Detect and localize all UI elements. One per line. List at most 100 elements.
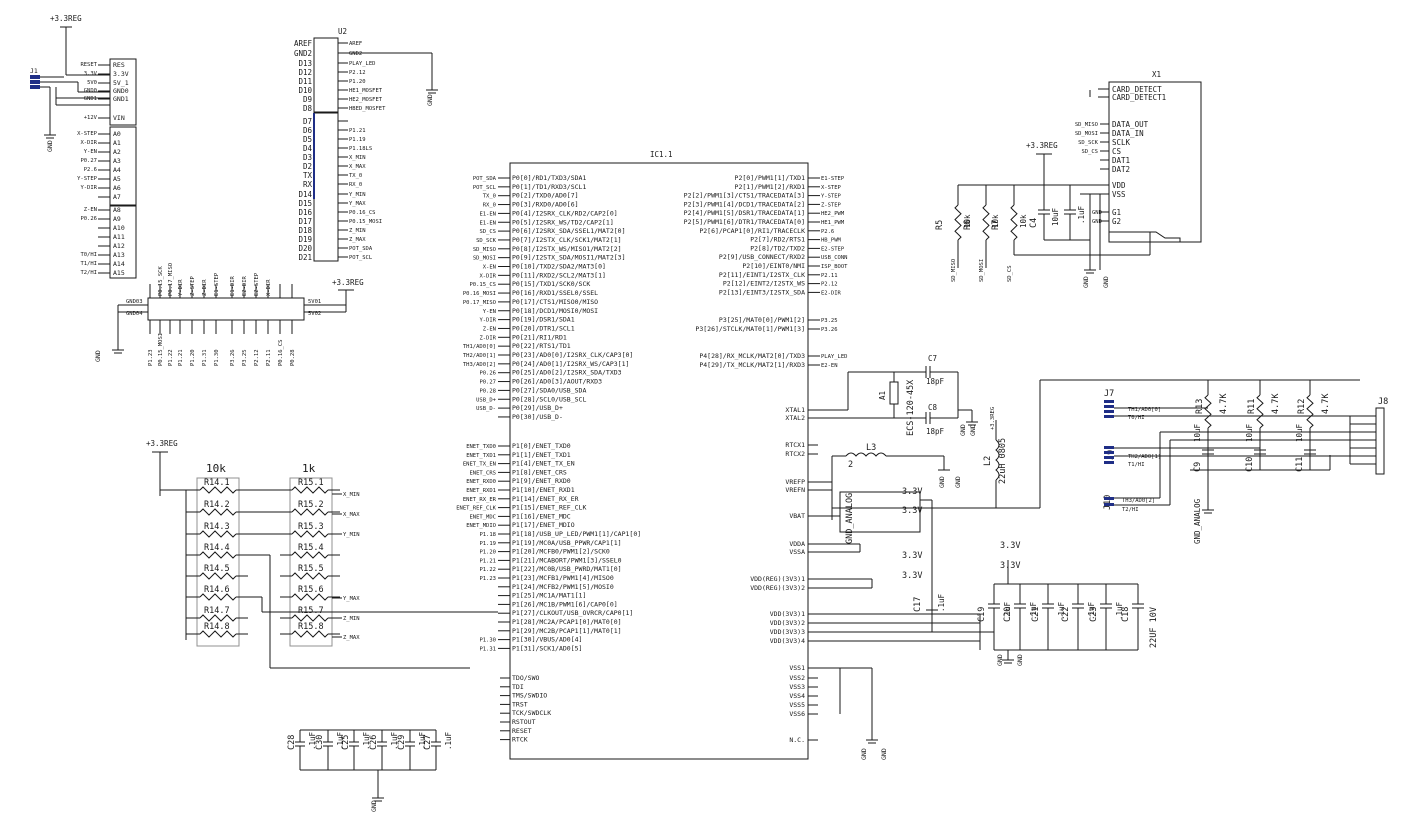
ic-right-pin-15: P3[26]/STCLK/MAT0[1]/PWM1[3]: [695, 325, 805, 333]
u2-pin-12: D3: [303, 153, 312, 162]
svg-text:+3.3REG: +3.3REG: [332, 278, 364, 287]
resistor-symbol: [291, 486, 329, 494]
u2-pin-0: AREF: [294, 39, 313, 48]
u2-net-15: RX_0: [349, 182, 362, 188]
u2-pin-21: D19: [298, 235, 312, 244]
resistor-symbol: [199, 614, 237, 622]
hdr-top-net-3: Z-STEP: [190, 275, 196, 296]
u2-net-11: P1.18LS: [349, 146, 372, 152]
hdr-bot-net-4: P1.20: [190, 349, 196, 366]
resistor-symbol: [291, 508, 329, 516]
ic-left-net-23: P0.27: [479, 380, 496, 386]
ic-right-net-2: Y-STEP: [821, 194, 842, 200]
ic-left2-pin-15: P1[23]/MCFB1/PWM1[4]/MISO0: [512, 574, 614, 582]
ic-left-net-8: SD_MISO: [473, 247, 496, 253]
svg-text:+3.3REG: +3.3REG: [1026, 141, 1058, 150]
ic-left-net-1: POT_SCL: [473, 185, 497, 191]
ic-left-net-6: SD_CS: [479, 229, 496, 235]
resistor-symbol: [1256, 394, 1264, 429]
j9-pin: [1104, 451, 1114, 454]
l3-ref: L3: [866, 443, 876, 453]
r-net-2: SD_CS: [1007, 265, 1013, 282]
ic-left2-net-8: ENET_MDC: [470, 514, 497, 520]
capr-val-0: .1uF: [1003, 601, 1012, 620]
ic-left2-pin-12: P1[20]/MCFB0/PWM1[2]/SCK0: [512, 548, 610, 556]
ic-left2-pin-17: P1[25]/MC1A/MAT1[1]: [512, 592, 586, 600]
j10-net-0: TH3/AD0[2]: [1122, 498, 1155, 504]
therm-r-1: R11: [1247, 399, 1257, 414]
capr-ref-1: C20: [1003, 607, 1013, 622]
j1-pin-21: A15: [113, 269, 125, 277]
resistor-symbol: [199, 572, 237, 580]
j1-pin-6: A0: [113, 130, 121, 138]
j1-pin-18: A12: [113, 242, 125, 250]
capr-ref-0: C19: [977, 607, 987, 622]
ic-left-pin-18: P0[21]/RI1/RD1: [512, 333, 567, 341]
u2-pin-17: D15: [298, 199, 312, 208]
therm-c-0: C9: [1193, 462, 1203, 472]
hdr-top-net-5: E1-STEP: [214, 272, 220, 296]
resistor-symbol: [1306, 394, 1314, 429]
ic-right-net-9: USB_CONN: [821, 255, 848, 261]
j1-net-0: RESET: [80, 62, 97, 68]
ic-left3-pin-6: RESET: [512, 727, 532, 735]
ic-left-pin-3: P0[3]/RXD0/AD0[6]: [512, 201, 579, 209]
ic-right2-pin-12: VDD(3V3)2: [770, 619, 805, 627]
svg-text:2: 2: [848, 460, 853, 470]
u2-pin-6: D9: [303, 95, 312, 104]
j1-pin-11: A5: [113, 175, 121, 183]
rpack-10k-title: 10k: [206, 462, 226, 475]
hdr-bot-net-0: P1.23: [148, 349, 154, 366]
r14-label-0: R14.1: [204, 478, 230, 488]
ic-left2-net-2: ENET_TX_EN: [463, 462, 496, 468]
crystal-part: ECS-120-45X: [906, 379, 916, 436]
x1-ref: X1: [1152, 70, 1161, 79]
r-val-1: 10k: [991, 214, 1000, 228]
r15-label-2: R15.3: [298, 522, 324, 532]
ic-left-pin-27: P0[30]/USB_D-: [512, 413, 563, 421]
r-net-0: SD_MISO: [951, 259, 957, 282]
svg-text:GND: GND: [94, 350, 102, 362]
ic-right-pin-5: P2[5]/PWM1[6]/DTR1/TRACEDATA[0]: [684, 218, 805, 226]
ic-left-net-17: Z-EN: [483, 326, 496, 332]
ic-left2-net-9: ENET_MDIO: [466, 523, 496, 529]
ic-left-pin-7: P0[7]/I2STX_CLK/SCK1/MAT2[1]: [512, 236, 622, 244]
ic-left2-net-10: P1.18: [479, 532, 496, 538]
r15-label-1: R15.2: [298, 500, 324, 510]
j9-pin: [1104, 446, 1114, 449]
ic-right2-pin-3: RTCX2: [785, 450, 805, 458]
v33-bank: 3.3V: [1000, 541, 1020, 551]
ic-right-pin-1: P2[1]/PWM1[2]/RXD1: [735, 183, 806, 191]
ic-left-pin-26: P0[29]/USB_D+: [512, 404, 563, 412]
svg-text:22uH 0805: 22uH 0805: [998, 438, 1008, 484]
ic-left-net-7: SD_SCK: [476, 238, 497, 244]
ic-right2-pin-13: VDD(3V3)3: [770, 628, 805, 636]
u2-net-17: Y_MAX: [349, 201, 366, 207]
x1-pin-0: CARD_DETECT: [1112, 85, 1162, 94]
cap-bottom-ref-5: C27: [423, 735, 433, 750]
u2-net-0: AREF: [349, 41, 362, 47]
svg-text:GND: GND: [426, 94, 434, 106]
r14-label-2: R14.3: [204, 522, 230, 532]
u2-net-5: HE1_MOSFET: [349, 88, 383, 94]
x1-pin-3: DATA_IN: [1112, 129, 1144, 138]
j10-pin: [1104, 497, 1114, 500]
ic-left-pin-12: P0[15]/TXD1/SCK0/SCK: [512, 280, 590, 288]
capr-ref-5: C18: [1121, 607, 1131, 622]
ic-left-net-2: TX_0: [483, 194, 496, 200]
svg-text:+3.3REG: +3.3REG: [146, 439, 178, 448]
rpack-out-4: Z_MIN: [343, 616, 360, 622]
ic-left-net-20: TH2/AD0[1]: [463, 353, 496, 359]
svg-text:3.3V: 3.3V: [902, 506, 922, 516]
resistor-symbol: [982, 204, 990, 241]
cap-bottom-ref-3: C26: [369, 735, 379, 750]
u2-net-16: Y_MIN: [349, 192, 366, 198]
ic-left-pin-22: P0[25]/AD0[2]/I2SRX_SDA/TXD3: [512, 369, 622, 377]
ic-right2-pin-14: VDD(3V3)4: [770, 637, 805, 645]
j9-pin: [1104, 461, 1114, 464]
x1-net-1: SD_MOSI: [1075, 131, 1098, 137]
hdr-bot-net-1: P0.15_MOSI: [158, 333, 164, 366]
ic-left-pin-23: P0[26]/AD0[3]/AOUT/RXD3: [512, 378, 602, 386]
cap-bottom-val-0: .1uF: [308, 731, 317, 750]
